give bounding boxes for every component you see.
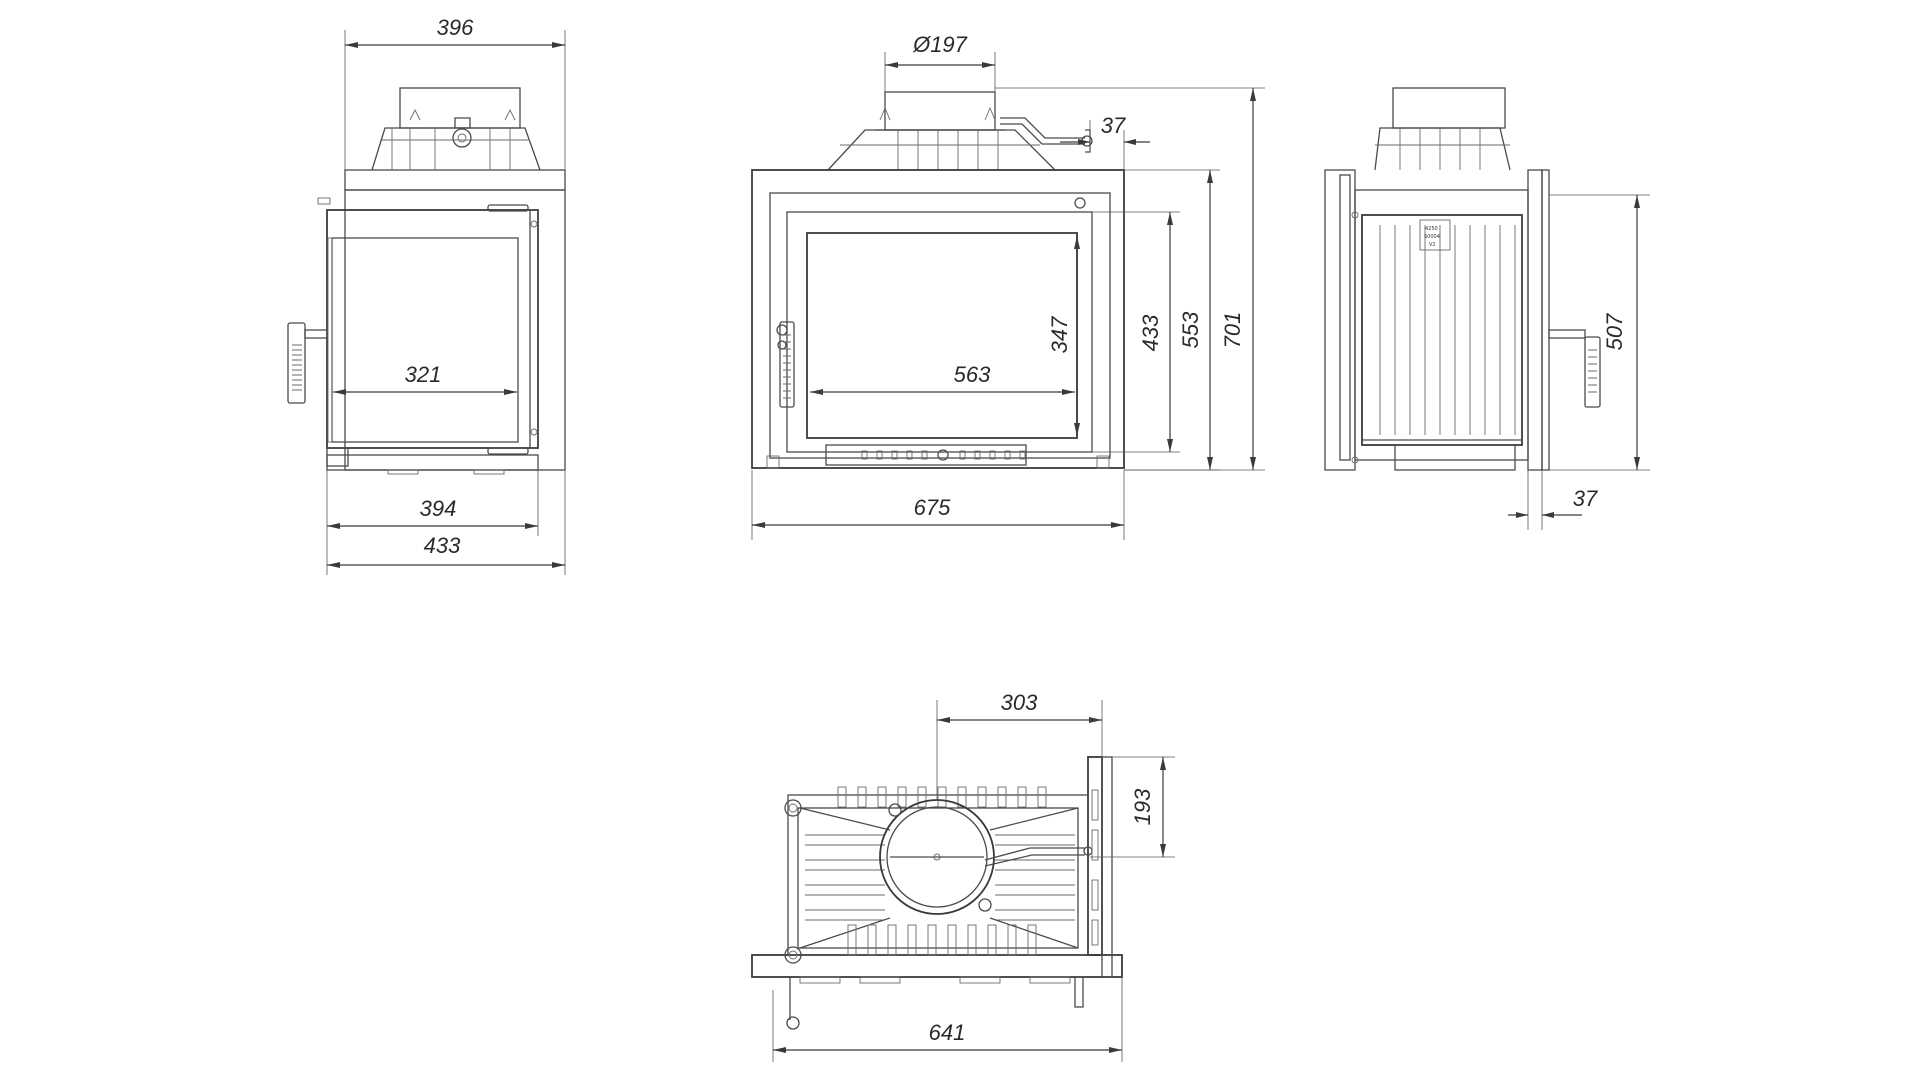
dim-433-height: 433 <box>1092 211 1180 453</box>
dim-37-top: 37 <box>1060 113 1150 170</box>
dim-197-label: Ø197 <box>912 32 968 57</box>
dim-394-label: 394 <box>420 496 457 521</box>
dim-193-label: 193 <box>1130 788 1155 825</box>
dim-507-label: 507 <box>1602 313 1627 350</box>
dim-321-label: 321 <box>405 362 442 387</box>
dim-675: 675 <box>751 470 1125 540</box>
dim-396: 396 <box>344 15 566 170</box>
dim-394: 394 <box>326 470 539 536</box>
dim-37-side-label: 37 <box>1573 486 1598 511</box>
dim-197: Ø197 <box>884 32 996 92</box>
plate-line-2: S0004 <box>1424 234 1440 240</box>
dim-507: 507 <box>1549 194 1650 471</box>
dim-701-label: 701 <box>1220 312 1245 349</box>
dim-303-label: 303 <box>1001 690 1038 715</box>
dim-347-label: 347 <box>1047 316 1072 353</box>
dim-675-label: 675 <box>914 495 951 520</box>
front-view-left <box>287 87 566 475</box>
dim-37-top-label: 37 <box>1101 113 1126 138</box>
dim-563: 563 <box>810 362 1075 395</box>
dim-347: 347 <box>1047 236 1080 436</box>
plate-line-3: V2 <box>1429 242 1436 248</box>
dim-433-width-label: 433 <box>424 533 461 558</box>
dim-37-side: 37 <box>1508 470 1598 530</box>
front-view-center <box>751 91 1125 469</box>
dim-701: 701 <box>995 87 1265 471</box>
plate-line-1: 4250 <box>1425 226 1438 232</box>
dim-303: 303 <box>936 690 1103 800</box>
top-view <box>751 756 1123 1030</box>
dim-641-label: 641 <box>929 1020 966 1045</box>
dim-433-height-label: 433 <box>1138 314 1163 351</box>
dim-563-label: 563 <box>954 362 991 387</box>
side-view: 4250 S0004 V2 <box>1324 87 1601 471</box>
dim-193: 193 <box>1090 756 1175 858</box>
dim-321: 321 <box>333 362 517 395</box>
dim-553-label: 553 <box>1178 311 1203 348</box>
dim-433-width: 433 <box>326 470 566 575</box>
dim-396-label: 396 <box>437 15 474 40</box>
dim-641: 641 <box>772 977 1123 1062</box>
